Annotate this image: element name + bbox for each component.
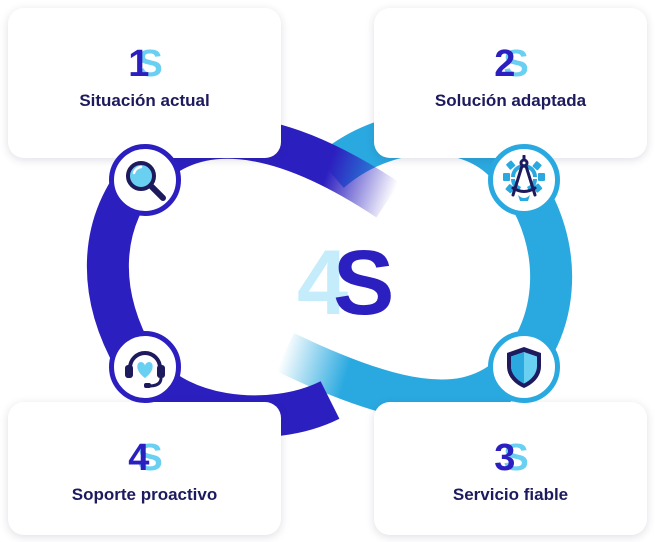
step-title-3: Servicio fiable bbox=[452, 485, 569, 504]
step-badge-1: 1S bbox=[128, 43, 163, 85]
loop-right-lower-segment bbox=[275, 333, 518, 422]
step-title-2: Solución adaptada bbox=[434, 91, 587, 110]
shield-icon bbox=[507, 347, 541, 388]
step-card-3: 3S Servicio fiable bbox=[374, 402, 647, 535]
support-icon-circle bbox=[109, 331, 181, 403]
design-gear-compass-icon bbox=[503, 155, 545, 201]
search-icon-circle bbox=[109, 144, 181, 216]
step-card-1: 1S Situación actual bbox=[8, 8, 281, 158]
headset-heart-icon bbox=[125, 351, 165, 388]
step-title-4: Soporte proactivo bbox=[71, 485, 218, 504]
design-icon-circle bbox=[488, 144, 560, 216]
shield-icon-circle bbox=[488, 331, 560, 403]
step-card-4: 4S Soporte proactivo bbox=[8, 402, 281, 535]
step-badge-4: 4S bbox=[128, 437, 163, 479]
step-title-1: Situación actual bbox=[79, 91, 210, 110]
search-icon bbox=[126, 161, 166, 201]
center-4s-logo: 4 S bbox=[297, 232, 394, 334]
step-badge-2: 2S bbox=[494, 43, 529, 85]
step-card-2: 2S Solución adaptada bbox=[374, 8, 647, 158]
step-badge-3: 3S bbox=[494, 437, 529, 479]
